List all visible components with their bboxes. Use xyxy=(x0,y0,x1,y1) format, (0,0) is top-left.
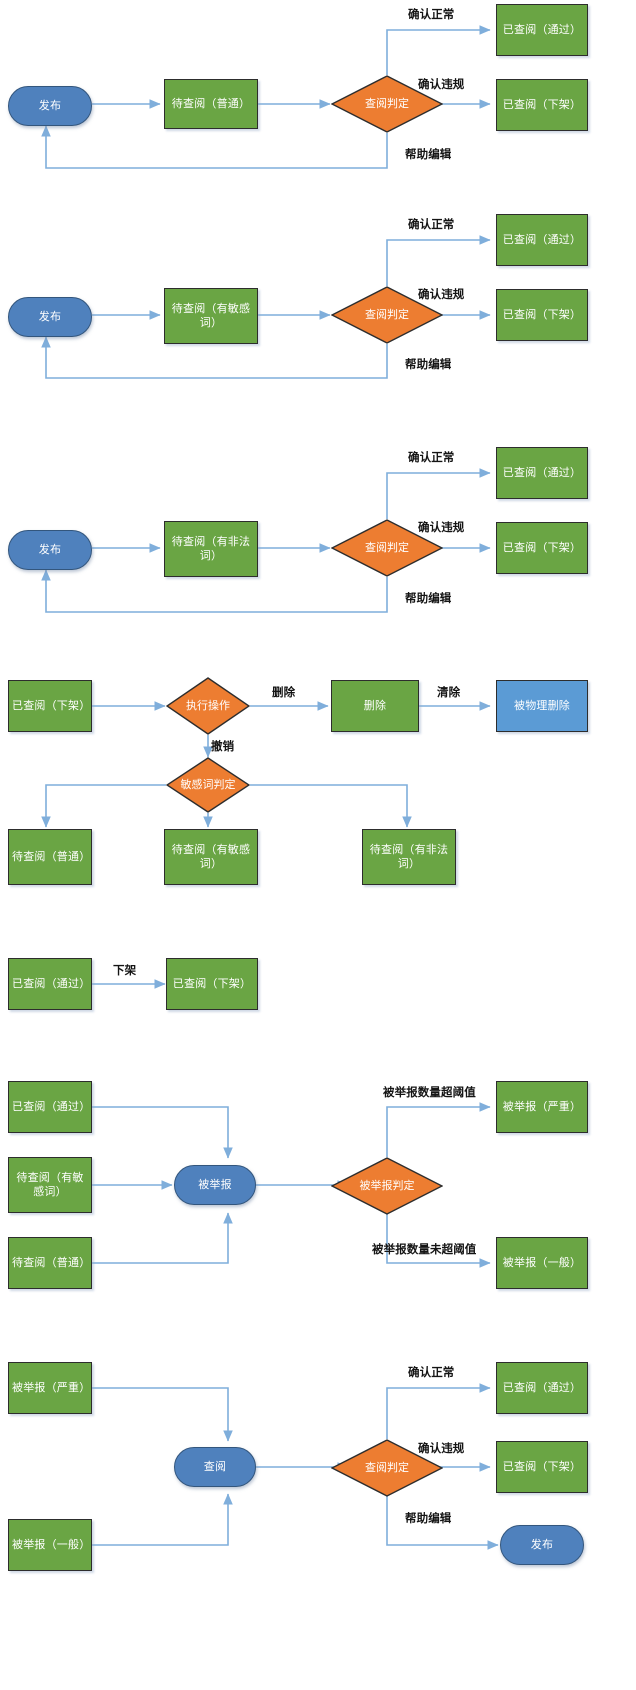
node-label: 被举报（严重） xyxy=(12,1382,91,1394)
node-publish-7[interactable]: 发布 xyxy=(500,1525,584,1565)
node-pending-sensitive-4[interactable]: 待查阅（有敏感词） xyxy=(164,829,258,885)
node-label: 待查阅（有敏感词） xyxy=(16,1172,84,1198)
edge-label-revoke: 撤销 xyxy=(211,741,235,753)
node-reviewed-down-3[interactable]: 已查阅（下架） xyxy=(496,522,588,574)
edge-label-confirm-normal-7: 确认正常 xyxy=(408,1367,455,1379)
node-delete[interactable]: 删除 xyxy=(331,680,419,732)
node-pending-normal-6[interactable]: 待查阅（普通） xyxy=(8,1237,92,1289)
node-label: 已查阅（通过） xyxy=(12,978,91,990)
node-label: 待查阅（普通） xyxy=(12,851,91,863)
node-label: 发布 xyxy=(530,1539,554,1551)
node-reviewed-down-1[interactable]: 已查阅（下架） xyxy=(496,79,588,131)
node-reviewed-pass-6[interactable]: 已查阅（通过） xyxy=(8,1081,92,1133)
node-report-decision[interactable]: 被举报判定 xyxy=(331,1157,443,1215)
node-label: 被举报 xyxy=(198,1179,232,1191)
node-label: 待查阅（有非法词） xyxy=(171,536,251,562)
node-label: 被举报（严重） xyxy=(502,1101,582,1113)
node-physically-deleted[interactable]: 被物理删除 xyxy=(496,680,588,732)
node-pending-normal-4[interactable]: 待查阅（普通） xyxy=(8,829,92,885)
edge-label-report-under-threshold: 被举报数量未超阈值 xyxy=(372,1244,477,1256)
node-pending-sensitive-6[interactable]: 待查阅（有敏感词） xyxy=(8,1157,92,1213)
edge-label-delete: 删除 xyxy=(272,687,296,699)
node-label: 待查阅（有敏感词） xyxy=(171,303,251,329)
node-label: 待查阅（普通） xyxy=(12,1257,91,1269)
edge-label-help-edit-3: 帮助编辑 xyxy=(405,593,452,605)
edge-label-confirm-violation-3: 确认违规 xyxy=(418,522,465,534)
node-label: 发布 xyxy=(38,311,62,323)
node-label: 已查阅（下架） xyxy=(172,978,252,990)
node-label: 删除 xyxy=(363,700,387,712)
node-reported-severe-7[interactable]: 被举报（严重） xyxy=(8,1362,92,1414)
edge-label-purge: 清除 xyxy=(437,687,461,699)
edge-label-confirm-violation-1: 确认违规 xyxy=(418,79,465,91)
node-review[interactable]: 查阅 xyxy=(174,1447,256,1487)
node-label: 被举报（一般） xyxy=(12,1539,91,1551)
node-reported-normal-6[interactable]: 被举报（一般） xyxy=(496,1237,588,1289)
edge-label-confirm-normal-1: 确认正常 xyxy=(408,9,455,21)
node-reviewed-pass-3[interactable]: 已查阅（通过） xyxy=(496,447,588,499)
node-pending-normal-1[interactable]: 待查阅（普通） xyxy=(164,79,258,129)
node-reported-normal-7[interactable]: 被举报（一般） xyxy=(8,1519,92,1571)
edge-label-help-edit-7: 帮助编辑 xyxy=(405,1513,452,1525)
edge-label-confirm-violation-2: 确认违规 xyxy=(418,289,465,301)
node-label: 被举报（一般） xyxy=(502,1257,582,1269)
edge-label-confirm-normal-3: 确认正常 xyxy=(408,452,455,464)
node-pending-illegal-4[interactable]: 待查阅（有非法词） xyxy=(362,829,456,885)
node-reviewed-pass-1[interactable]: 已查阅（通过） xyxy=(496,4,588,56)
node-label: 已查阅（下架） xyxy=(12,700,91,712)
node-label: 已查阅（通过） xyxy=(502,24,582,36)
node-label: 待查阅（有非法词） xyxy=(369,844,449,870)
node-reviewed-down-5[interactable]: 已查阅（下架） xyxy=(166,958,258,1010)
node-reported-severe-6[interactable]: 被举报（严重） xyxy=(496,1081,588,1133)
edge-label-confirm-normal-2: 确认正常 xyxy=(408,219,455,231)
edge-label-report-over-threshold: 被举报数量超阈值 xyxy=(383,1087,476,1099)
node-label: 已查阅（通过） xyxy=(502,467,582,479)
node-label: 已查阅（下架） xyxy=(502,309,582,321)
node-label: 已查阅（通过） xyxy=(502,1382,582,1394)
node-label: 已查阅（通过） xyxy=(12,1101,91,1113)
node-reviewed-pass-2[interactable]: 已查阅（通过） xyxy=(496,214,588,266)
node-label: 已查阅（下架） xyxy=(502,542,582,554)
node-operation-decision[interactable]: 执行操作 xyxy=(166,677,250,735)
node-label: 待查阅（有敏感词） xyxy=(171,844,251,870)
node-pending-sensitive-2[interactable]: 待查阅（有敏感词） xyxy=(164,288,258,344)
node-reviewed-down-2[interactable]: 已查阅（下架） xyxy=(496,289,588,341)
node-reviewed-pass-7[interactable]: 已查阅（通过） xyxy=(496,1362,588,1414)
node-reported[interactable]: 被举报 xyxy=(174,1165,256,1205)
node-publish-2[interactable]: 发布 xyxy=(8,297,92,337)
node-label: 待查阅（普通） xyxy=(171,98,251,110)
node-label: 查阅 xyxy=(203,1461,227,1473)
node-label: 已查阅（下架） xyxy=(502,99,582,111)
node-label: 已查阅（通过） xyxy=(502,234,582,246)
node-sensitive-word-decision[interactable]: 敏感词判定 xyxy=(166,757,250,813)
node-publish-1[interactable]: 发布 xyxy=(8,86,92,126)
node-label: 发布 xyxy=(38,544,62,556)
node-reviewed-down-4[interactable]: 已查阅（下架） xyxy=(8,680,92,732)
edge-label-help-edit-2: 帮助编辑 xyxy=(405,359,452,371)
node-label: 发布 xyxy=(38,100,62,112)
node-reviewed-pass-5[interactable]: 已查阅（通过） xyxy=(8,958,92,1010)
edge-label-confirm-violation-7: 确认违规 xyxy=(418,1443,465,1455)
edge-label-takedown: 下架 xyxy=(113,965,137,977)
node-reviewed-down-7[interactable]: 已查阅（下架） xyxy=(496,1441,588,1493)
node-publish-3[interactable]: 发布 xyxy=(8,530,92,570)
node-pending-illegal-3[interactable]: 待查阅（有非法词） xyxy=(164,521,258,577)
edge-label-help-edit-1: 帮助编辑 xyxy=(405,149,452,161)
node-label: 已查阅（下架） xyxy=(502,1461,582,1473)
node-label: 被物理删除 xyxy=(514,700,570,712)
